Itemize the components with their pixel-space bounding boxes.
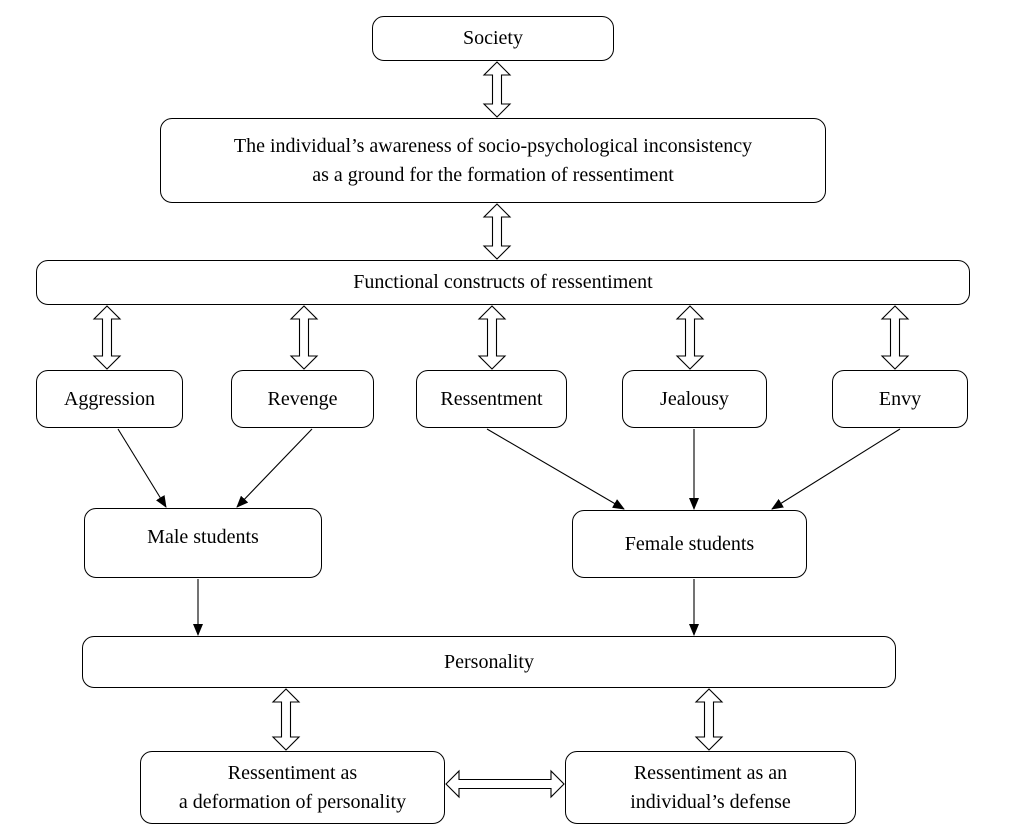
revenge-label: Revenge	[267, 388, 338, 410]
constructs-label: Functional constructs of ressentiment	[353, 271, 653, 293]
society-box: Society	[372, 16, 614, 61]
personality-defense-double-arrow	[694, 688, 724, 751]
male-students-label: Male students	[147, 526, 259, 548]
awareness-line-2: as a ground for the formation of ressent…	[312, 163, 674, 186]
deformation-defense-double-arrow	[445, 769, 565, 799]
ressentment-box: Ressentment	[416, 370, 567, 428]
revenge-box: Revenge	[231, 370, 374, 428]
deformation-line-2: a deformation of personality	[178, 790, 407, 813]
constructs-envy-double-arrow	[880, 305, 910, 370]
deformation-box: Ressentiment as a deformation of persona…	[140, 751, 445, 824]
female-students-label: Female students	[624, 532, 755, 555]
awareness-line-1: The individual’s awareness of socio-psyc…	[233, 134, 753, 157]
defense-line-1: Ressentiment as an	[633, 761, 788, 784]
awareness-box: The individual’s awareness of socio-psyc…	[160, 118, 826, 203]
ressentment-label: Ressentment	[440, 388, 543, 410]
envy-label: Envy	[878, 388, 922, 410]
constructs-jealousy-double-arrow	[675, 305, 705, 370]
constructs-ressentment-double-arrow	[477, 305, 507, 370]
constructs-aggression-double-arrow	[92, 305, 122, 370]
defense-box: Ressentiment as an individual’s defense	[565, 751, 856, 824]
deformation-line-1: Ressentiment as	[227, 761, 358, 784]
female-students-box: Female students	[572, 510, 807, 578]
aggression-box: Aggression	[36, 370, 183, 428]
constructs-revenge-double-arrow	[289, 305, 319, 370]
personality-box: Personality	[82, 636, 896, 688]
constructs-box: Functional constructs of ressentiment	[36, 260, 970, 305]
male-students-box: Male students	[84, 508, 322, 578]
society-label: Society	[463, 27, 523, 49]
ressentment-to-female-arrow	[486, 428, 625, 510]
revenge-to-male-arrow	[236, 428, 313, 508]
awareness-constructs-double-arrow	[482, 203, 512, 260]
society-awareness-double-arrow	[482, 61, 512, 118]
envy-box: Envy	[832, 370, 968, 428]
jealousy-box: Jealousy	[622, 370, 767, 428]
jealousy-label: Jealousy	[660, 388, 729, 410]
envy-to-female-arrow	[771, 428, 901, 510]
aggression-to-male-arrow	[117, 428, 167, 508]
personality-deformation-double-arrow	[271, 688, 301, 751]
personality-label: Personality	[444, 650, 534, 673]
aggression-label: Aggression	[63, 388, 156, 410]
defense-line-2: individual’s defense	[630, 790, 791, 813]
